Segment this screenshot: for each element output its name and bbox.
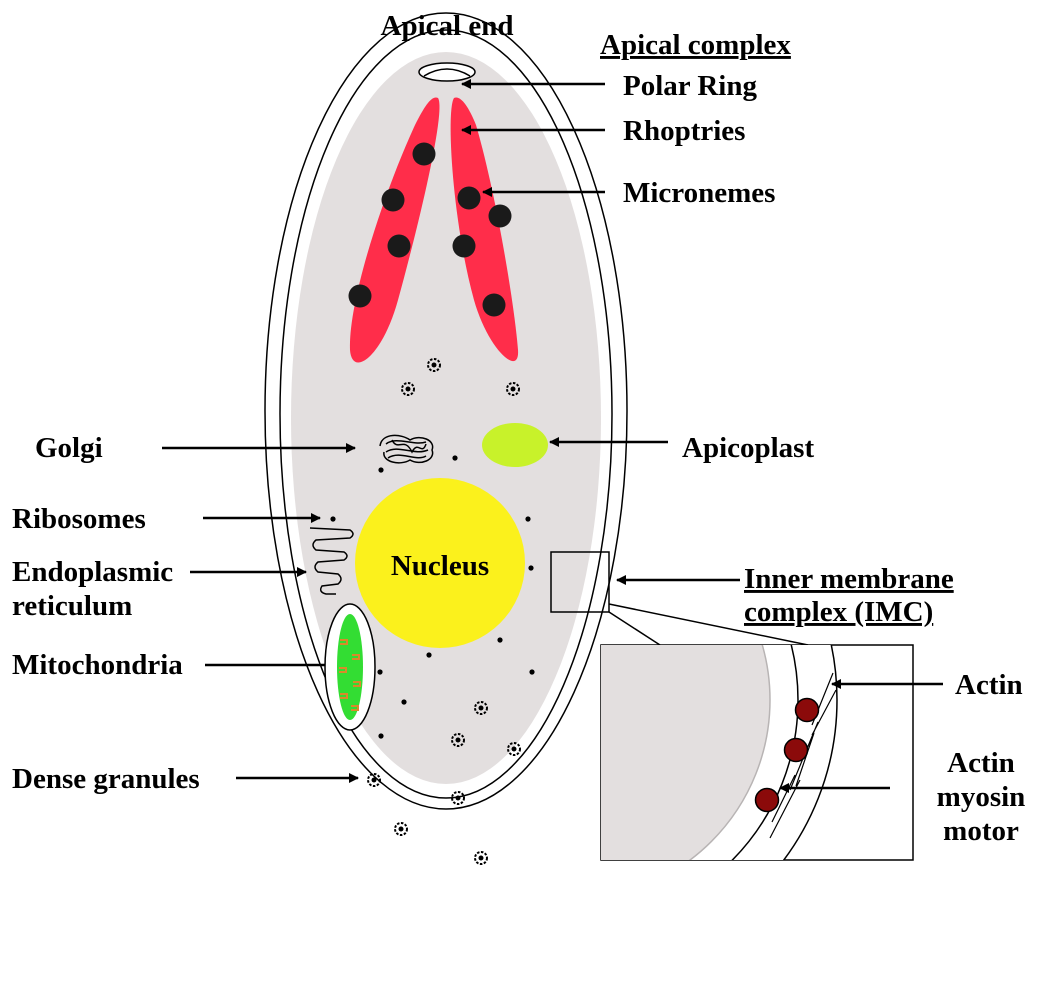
label-imc-line2: complex (IMC) xyxy=(744,596,933,628)
label-golgi: Golgi xyxy=(35,432,103,464)
microneme xyxy=(483,294,506,317)
label-micronemes: Micronemes xyxy=(623,177,775,209)
label-motor-line3: motor xyxy=(943,815,1019,847)
nucleus-label: Nucleus xyxy=(391,550,489,582)
label-polar-ring: Polar Ring xyxy=(623,70,757,102)
microneme xyxy=(382,189,405,212)
apicoplast xyxy=(482,423,548,467)
microneme xyxy=(453,235,476,258)
label-er-line1: Endoplasmic xyxy=(12,556,173,588)
label-apicoplast: Apicoplast xyxy=(682,432,814,464)
mitochondrion xyxy=(325,604,375,730)
label-dense-granules: Dense granules xyxy=(12,763,200,795)
label-rhoptries: Rhoptries xyxy=(623,115,745,147)
label-er-line2: reticulum xyxy=(12,590,132,622)
polar-ring xyxy=(419,63,475,81)
microneme xyxy=(489,205,512,228)
label-motor-line2: myosin xyxy=(937,781,1026,813)
label-mitochondria: Mitochondria xyxy=(12,649,183,681)
label-ribosomes: Ribosomes xyxy=(12,503,146,535)
myosin-motor xyxy=(756,789,779,812)
microneme xyxy=(458,187,481,210)
label-actin: Actin xyxy=(955,669,1023,701)
microneme xyxy=(388,235,411,258)
myosin-motor xyxy=(785,739,808,762)
myosin-motor xyxy=(796,699,819,722)
microneme xyxy=(349,285,372,308)
label-apical-complex: Apical complex xyxy=(600,29,791,61)
microneme xyxy=(413,143,436,166)
label-motor-line1: Actin xyxy=(947,747,1015,779)
label-apical-end: Apical end xyxy=(381,10,514,42)
label-imc-line1: Inner membrane xyxy=(744,563,954,595)
cell-body xyxy=(265,13,627,809)
